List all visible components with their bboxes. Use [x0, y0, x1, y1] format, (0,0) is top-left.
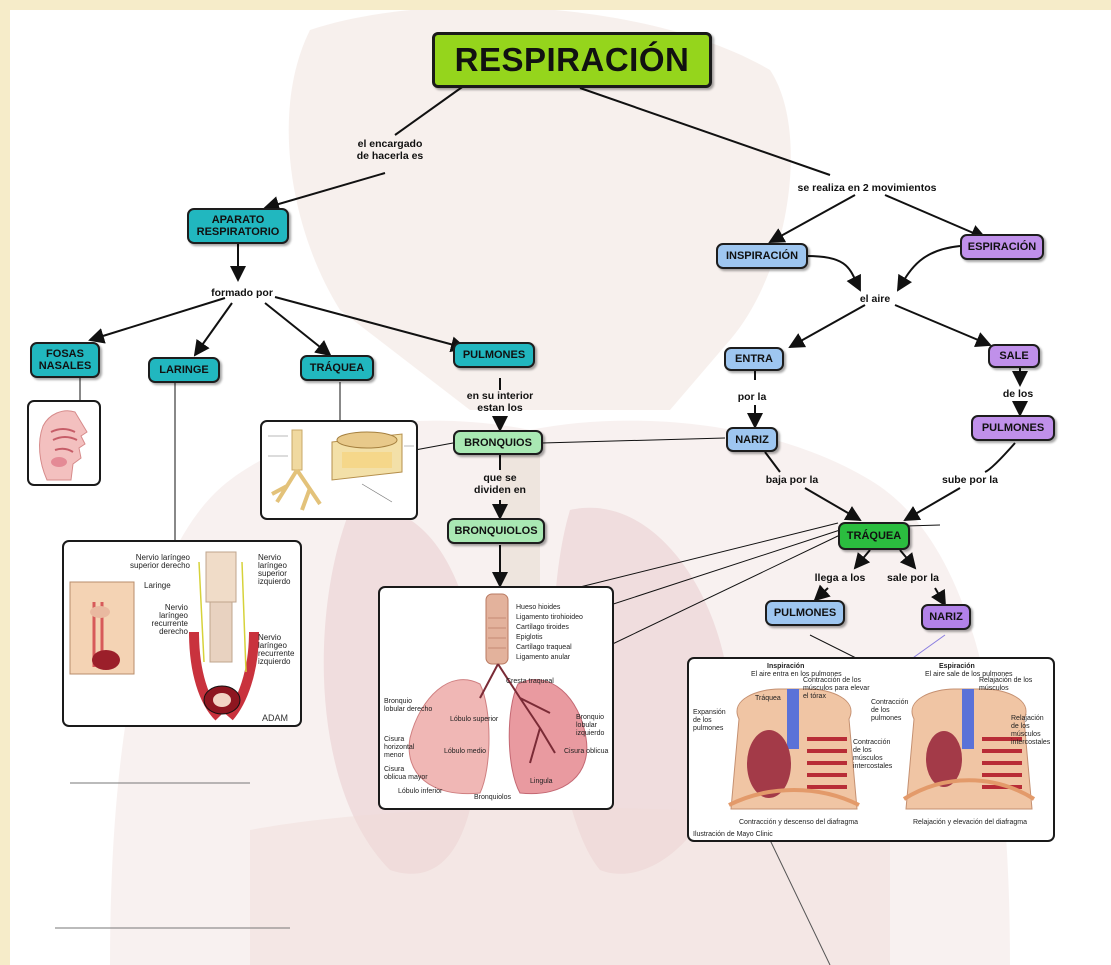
breathing-caption-relajacion: Relajación de los músculos — [979, 677, 1033, 692]
caption-nervio-recurrente-izquierdo: Nervio laríngeo recurrente izquierdo — [258, 633, 295, 666]
caption-cisura-oblicua: Cisura oblicua — [564, 748, 609, 755]
node-nariz-in: NARIZ — [726, 427, 778, 452]
caption-hueso-hioides: Hueso hioides — [516, 604, 561, 611]
label-que-se-dividen: que se dividen en — [474, 472, 526, 496]
breathing-esp-foot: Relajación y elevación del diafragma — [913, 819, 1028, 826]
caption-cisura-horizontal: Cisura horizontal menor — [384, 736, 415, 759]
figure-breathing-mechanics: Inspiración El aire entra en los pulmone… — [687, 657, 1055, 842]
breathing-insp-title: Inspiración — [767, 663, 805, 670]
figure-trachea-bronchi — [260, 420, 418, 520]
node-fosas-nasales: FOSAS NASALES — [30, 342, 100, 378]
caption-bronquio-lobular-derecho: Bronquio lobular derecho — [384, 698, 433, 713]
node-inspiracion: INSPIRACIÓN — [716, 243, 808, 269]
caption-nervio-superior-izquierdo: Nervio laríngeo superior izquierdo — [258, 553, 291, 586]
node-entra: ENTRA — [724, 347, 784, 371]
caption-cartilago-traqueal: Cartílago traqueal — [516, 644, 572, 651]
breathing-esp-title: Espiración — [939, 663, 975, 670]
caption-laringe: Laringe — [144, 581, 171, 590]
caption-cartilago-tiroides: Cartílago tiroides — [516, 624, 569, 631]
breathing-caption-contraccion-torax: Contracción de los músculos para elevar … — [803, 677, 870, 700]
node-bronquios: BRONQUIOS — [453, 430, 543, 455]
caption-lobulo-superior: Lóbulo superior — [450, 716, 499, 723]
caption-ligamento-tirohioideo: Ligamento tirohioideo — [516, 614, 583, 621]
caption-cresta-traqueal: Cresta traqueal — [506, 678, 554, 685]
node-pulmones-right: PULMONES — [765, 600, 845, 626]
title-node: RESPIRACIÓN — [432, 32, 712, 88]
caption-bronquiolos: Bronquiolos — [474, 794, 511, 801]
caption-epiglotis: Epiglotis — [516, 634, 543, 641]
trachea-illustration — [268, 429, 414, 511]
breathing-caption-relajacion-intercostales: Relajación de los músculos intercostales — [1011, 715, 1051, 746]
connector-lines — [79, 84, 1028, 661]
node-espiracion: ESPIRACIÓN — [960, 234, 1044, 260]
node-sale: SALE — [988, 344, 1040, 368]
figure-lungs: Hueso hioides Ligamento tirohioideo Cart… — [378, 586, 614, 810]
breathing-caption-expansion: Expansión de los pulmones — [693, 709, 726, 732]
node-pulmones-left: PULMONES — [453, 342, 535, 368]
breathing-credit: Ilustración de Mayo Clinic — [693, 831, 773, 838]
breathing-insp-foot: Contracción y descenso del diafragma — [739, 819, 859, 826]
caption-bronquio-lobular-izquierdo: Bronquio lobular izquierdo — [576, 714, 605, 737]
label-el-encargado: el encargado de hacerla es — [356, 138, 424, 162]
node-pulmones-out: PULMONES — [971, 415, 1055, 441]
caption-nervio-recurrente-derecho: Nervio laríngeo recurrente derecho — [151, 603, 188, 636]
adam-logo: ADAM — [262, 713, 289, 723]
caption-cisura-oblicua-mayor: Cisura oblicua mayor — [384, 766, 428, 781]
lungs-illustration — [408, 593, 588, 795]
node-laringe: LARINGE — [148, 357, 220, 383]
label-el-aire: el aire — [859, 293, 891, 305]
node-aparato-respiratorio: APARATO RESPIRATORIO — [187, 208, 289, 244]
label-en-su-interior: en su interior estan los — [466, 390, 534, 414]
label-sube-por-la: sube por la — [941, 474, 998, 486]
label-baja-por-la: baja por la — [765, 474, 819, 486]
breathing-esp-sub: El aire sale de los pulmones — [925, 671, 1013, 678]
caption-lobulo-inferior: Lóbulo inferior — [398, 788, 443, 795]
node-traquea-left: TRÁQUEA — [300, 355, 374, 381]
label-se-realiza: se realiza en 2 movimientos — [797, 182, 937, 194]
caption-ligamento-anular: Ligamento anular — [516, 654, 571, 661]
label-formado-por: formado por — [211, 287, 273, 299]
node-bronquiolos: BRONQUIOLOS — [447, 518, 545, 544]
label-llega-a-los: llega a los — [814, 572, 866, 584]
nasal-cavity-illustration — [39, 410, 88, 481]
node-nariz-out: NARIZ — [921, 604, 971, 630]
breathing-insp-sub: El aire entra en los pulmones — [751, 671, 842, 678]
node-traquea-right: TRÁQUEA — [838, 522, 910, 550]
label-de-los: de los — [1002, 388, 1034, 400]
label-por-la: por la — [737, 391, 767, 403]
caption-lobulo-medio: Lóbulo medio — [444, 748, 487, 755]
caption-lingula: Lingula — [530, 778, 553, 785]
figure-nasal-cavity — [27, 400, 101, 486]
label-sale-por-la: sale por la — [887, 572, 939, 584]
figure-larynx-nerves: Nervio laríngeo superior derecho Laringe… — [62, 540, 302, 727]
breathing-caption-intercostales: Contracción de los músculos intercostale… — [853, 739, 893, 770]
breathing-caption-contraccion-pulmones: Contracción de los pulmones — [871, 699, 909, 722]
larynx-illustration — [69, 551, 259, 721]
breathing-caption-traquea: Tráquea — [755, 695, 781, 702]
caption-nervio-superior-derecho: Nervio laríngeo superior derecho — [129, 553, 190, 570]
breathing-illustration — [728, 688, 1036, 810]
concept-map-canvas: RESPIRACIÓN el encargado de hacerla es s… — [10, 10, 1111, 965]
